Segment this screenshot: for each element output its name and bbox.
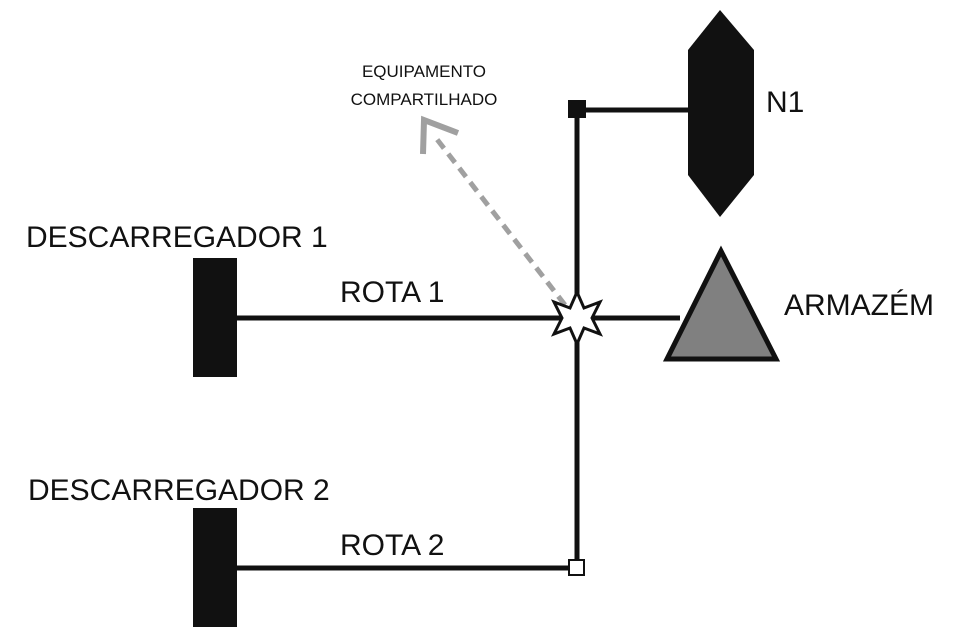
shared-equipment-label-line2: COMPARTILHADO (351, 90, 498, 109)
unloader-1-label: DESCARREGADOR 1 (26, 221, 328, 254)
unloader-1-block (193, 258, 237, 377)
warehouse-triangle-icon (662, 245, 781, 362)
n1-label: N1 (766, 86, 804, 119)
route-2-label: ROTA 2 (340, 529, 444, 562)
n1-node-shape (688, 10, 754, 217)
junction-star-icon (550, 288, 604, 348)
shared-equipment-label-line1: EQUIPAMENTO (362, 62, 486, 81)
bottom-connection-node (568, 559, 585, 576)
shared-equipment-arrowhead (420, 115, 460, 155)
unloader-2-label: DESCARREGADOR 2 (28, 474, 330, 507)
route-1-label: ROTA 1 (340, 276, 444, 309)
unloader-2-block (193, 508, 237, 627)
shared-equipment-arrow (434, 136, 567, 307)
warehouse-label: ARMAZÉM (784, 289, 934, 322)
top-connection-node (568, 100, 586, 118)
